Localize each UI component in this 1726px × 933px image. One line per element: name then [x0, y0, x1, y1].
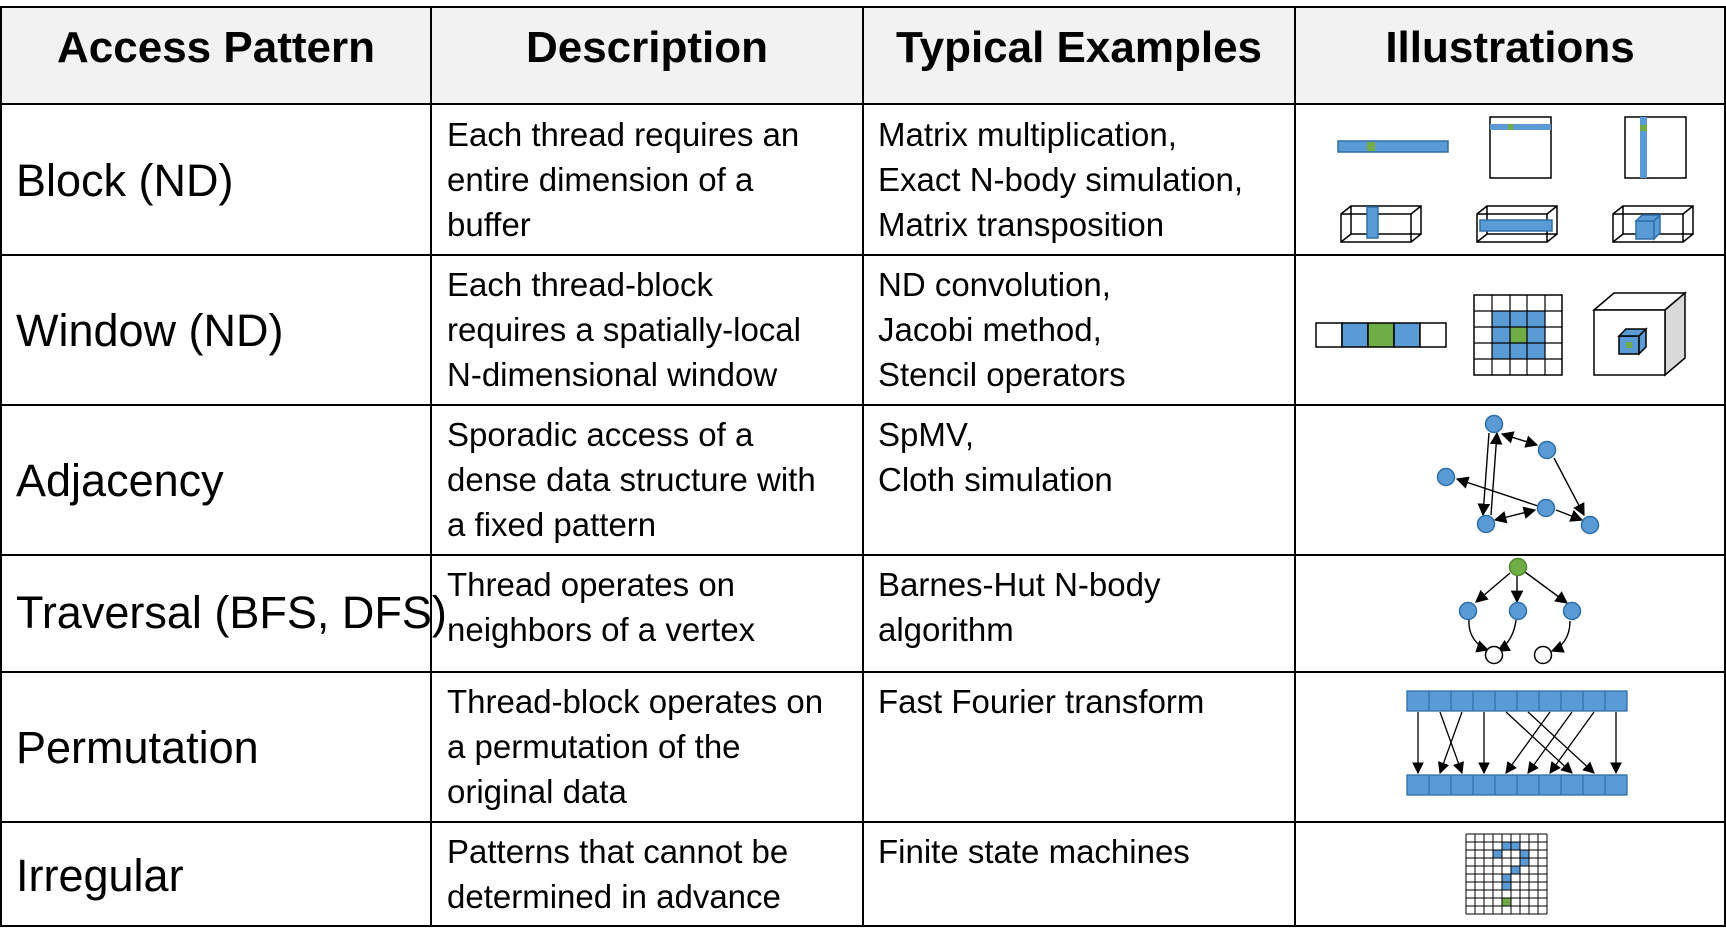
- example-line: SpMV,: [878, 416, 974, 453]
- example-line: algorithm: [878, 611, 1014, 648]
- tree-nodes: [1458, 557, 1582, 665]
- pattern-name: Adjacency: [16, 455, 224, 506]
- permutation-illustration: [1406, 690, 1628, 796]
- pattern-name: Window (ND): [16, 305, 284, 356]
- description-line: Each thread requires an: [447, 116, 799, 153]
- header-typical-examples: Typical Examples: [896, 23, 1262, 72]
- description-line: Thread-block operates on: [447, 683, 823, 720]
- header-illustrations: Illustrations: [1385, 23, 1634, 72]
- header-description: Description: [526, 23, 768, 72]
- header-row: Access Pattern Description Typical Examp…: [57, 23, 1635, 72]
- description-line: neighbors of a vertex: [447, 611, 756, 648]
- example-line: Stencil operators: [878, 356, 1126, 393]
- table-row: Window (ND) Each thread-block requires a…: [16, 266, 1688, 393]
- graph-illustration: [1455, 431, 1585, 524]
- pattern-name: Permutation: [16, 722, 259, 773]
- table-grid: [0, 6, 1726, 927]
- pattern-name: Traversal (BFS, DFS): [16, 587, 447, 638]
- description-line: buffer: [447, 206, 531, 243]
- pattern-name: Block (ND): [16, 155, 234, 206]
- description-line: Thread operates on: [447, 566, 735, 603]
- description-line: a permutation of the: [447, 728, 741, 765]
- example-line: Exact N-body simulation,: [878, 161, 1243, 198]
- description-line: determined in advance: [447, 878, 781, 915]
- table-row: Permutation Thread-block operates on a p…: [16, 683, 1628, 810]
- description-line: Each thread-block: [447, 266, 713, 303]
- table-row: Traversal (BFS, DFS) Thread operates on …: [16, 557, 1582, 665]
- header-access-pattern: Access Pattern: [57, 23, 375, 72]
- description-line: a fixed pattern: [447, 506, 656, 543]
- example-line: Matrix multiplication,: [878, 116, 1177, 153]
- description-line: dense data structure with: [447, 461, 816, 498]
- table-row: Irregular Patterns that cannot be determ…: [16, 833, 1548, 915]
- example-line: Cloth simulation: [878, 461, 1113, 498]
- pattern-name: Irregular: [16, 850, 184, 901]
- block-illustration: [1337, 116, 1694, 243]
- example-line: Jacobi method,: [878, 311, 1102, 348]
- example-line: Fast Fourier transform: [878, 683, 1204, 720]
- graph-nodes: [1436, 414, 1600, 535]
- description-line: Sporadic access of a: [447, 416, 754, 453]
- example-line: Matrix transposition: [878, 206, 1164, 243]
- table-row: Adjacency Sporadic access of a dense dat…: [16, 414, 1600, 543]
- example-line: ND convolution,: [878, 266, 1111, 303]
- table-row: Block (ND) Each thread requires an entir…: [16, 116, 1694, 243]
- description-line: entire dimension of a: [447, 161, 754, 198]
- description-line: N-dimensional window: [447, 356, 777, 393]
- question-grid-illustration: [1465, 833, 1548, 915]
- example-line: Barnes-Hut N-body: [878, 566, 1161, 603]
- window-illustration: [1315, 291, 1688, 377]
- description-line: requires a spatially-local: [447, 311, 801, 348]
- description-line: original data: [447, 773, 627, 810]
- description-line: Patterns that cannot be: [447, 833, 788, 870]
- example-line: Finite state machines: [878, 833, 1190, 870]
